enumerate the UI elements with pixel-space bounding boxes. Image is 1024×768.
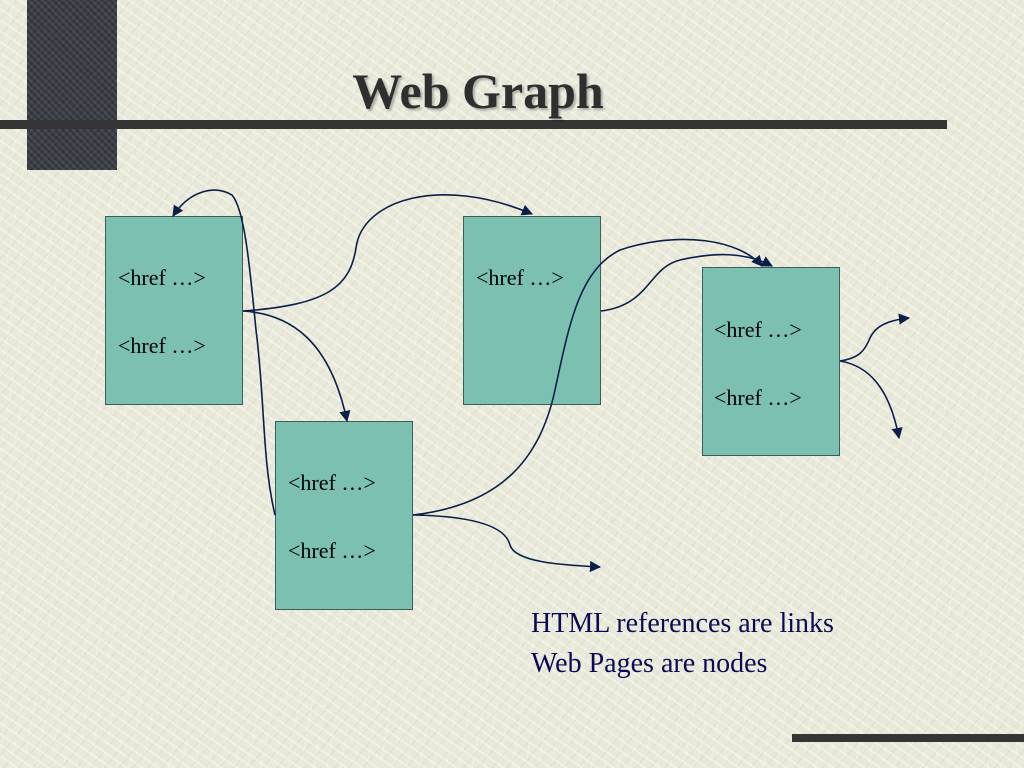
link-node4-to-node3 <box>412 238 763 516</box>
node-1-link-2: <href …> <box>118 333 206 358</box>
link-node3-outbound-up <box>839 313 911 362</box>
web-page-node-1 <box>105 216 243 405</box>
title-rule <box>0 120 947 129</box>
link-node4-to-node1 <box>172 189 276 516</box>
node-4-link-1: <href …> <box>288 470 376 495</box>
node-3-link-1: <href …> <box>714 317 802 342</box>
web-page-node-3 <box>702 267 840 456</box>
node-1-link-1: <href …> <box>118 265 206 290</box>
link-node1-to-node2 <box>242 194 534 312</box>
link-node4-outbound <box>412 514 602 573</box>
link-node3-outbound-down <box>839 360 903 440</box>
footer-rule <box>792 734 1024 742</box>
node-4-link-2: <href …> <box>288 538 376 563</box>
caption-links: HTML references are links <box>531 608 834 639</box>
caption-nodes: Web Pages are nodes <box>531 648 768 679</box>
corner-decoration <box>27 0 117 170</box>
link-node1-to-node4 <box>242 310 351 423</box>
slide-title: Web Graph <box>352 63 604 119</box>
node-2-link-1: <href …> <box>476 265 564 290</box>
web-page-node-2 <box>463 216 601 405</box>
node-3-link-2: <href …> <box>714 385 802 410</box>
link-node2-to-node3 <box>600 253 773 312</box>
